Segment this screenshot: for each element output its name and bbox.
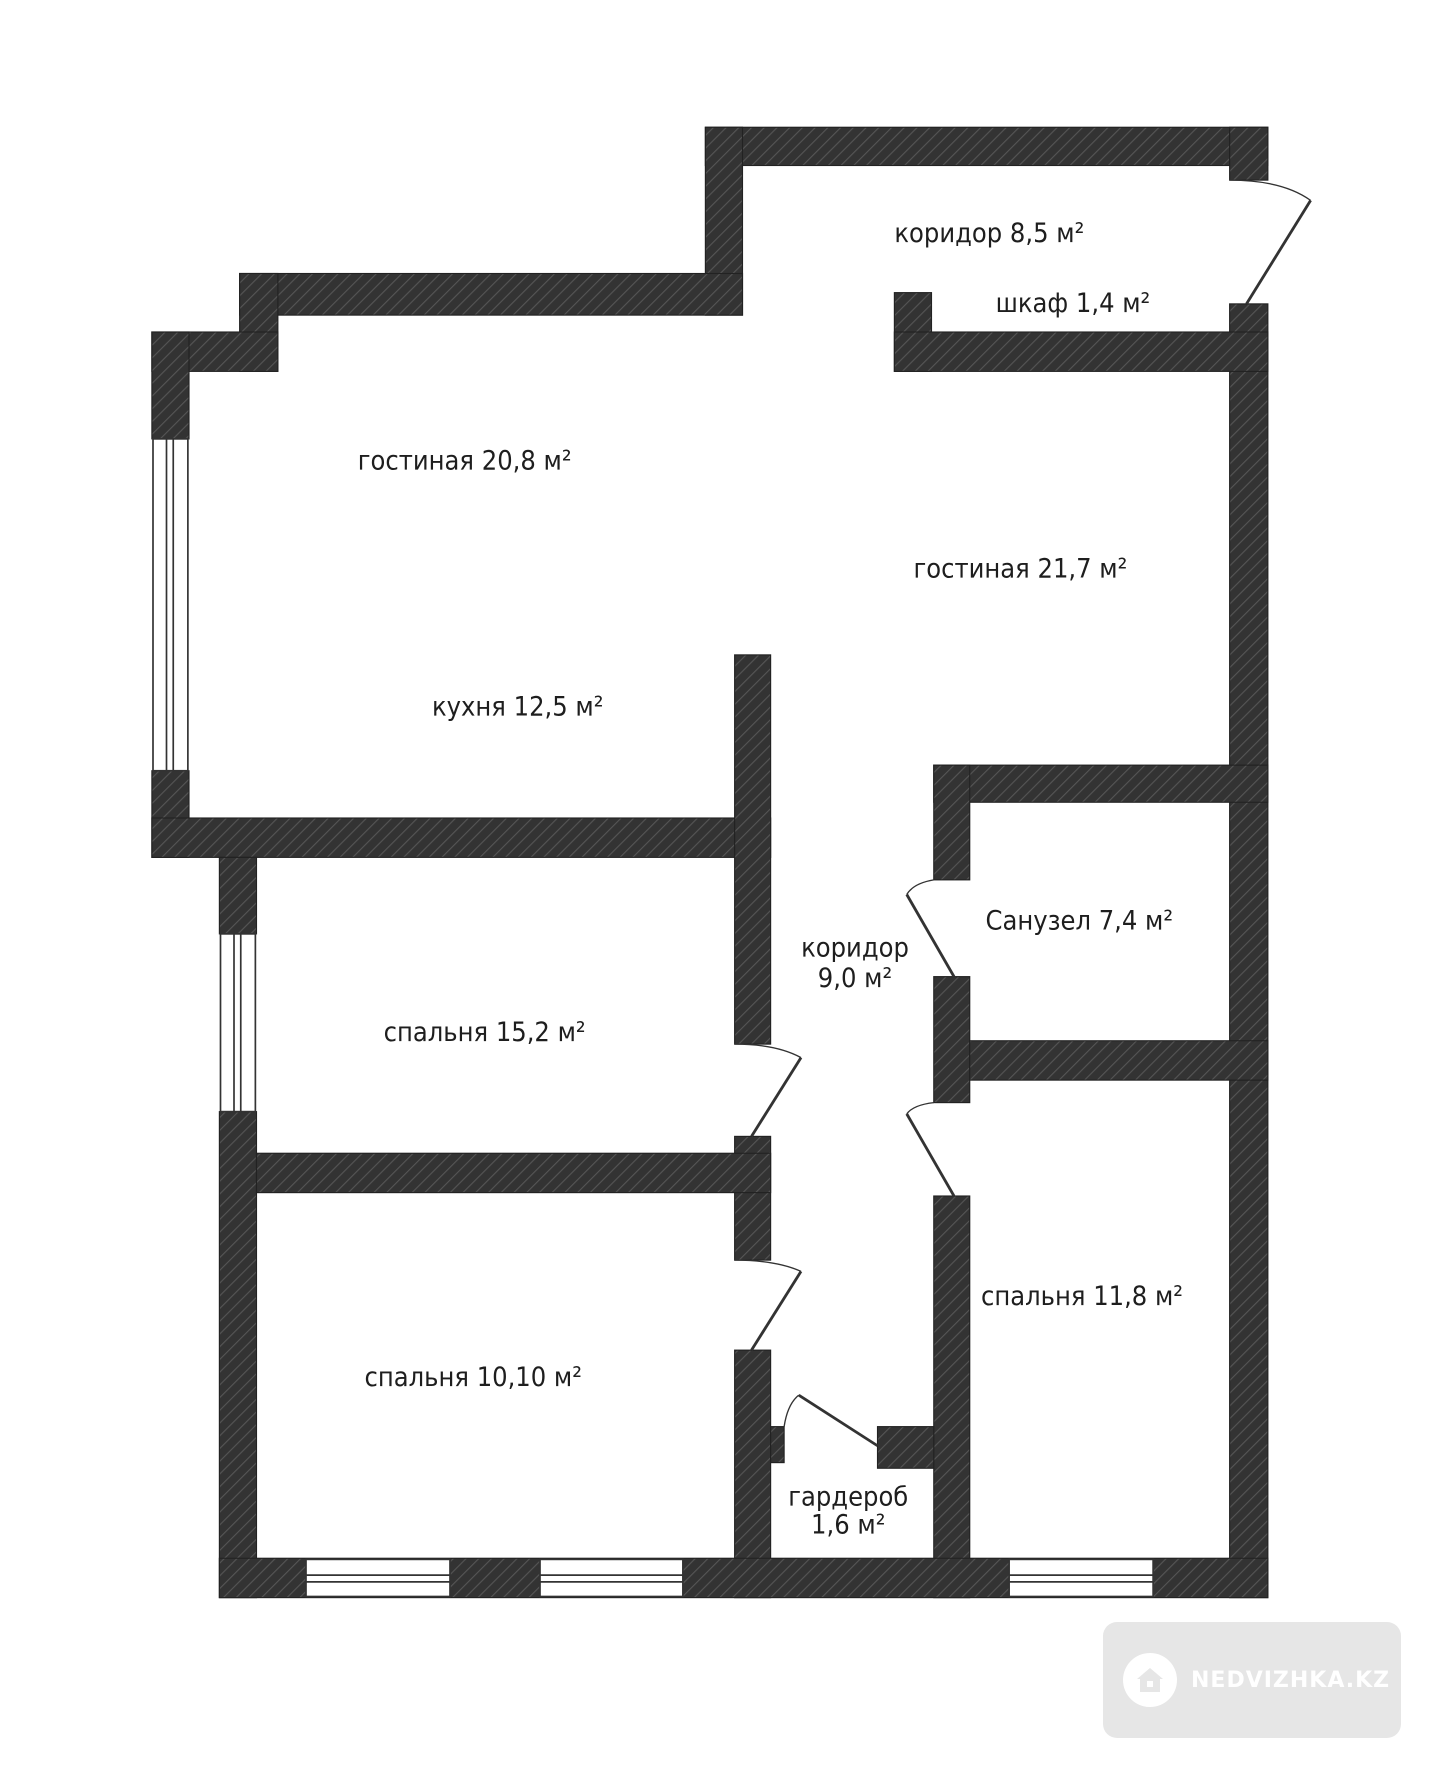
- room-label-corridor-name: коридор: [801, 932, 909, 963]
- room-label-bedroom-1: спальня 15,2 м²: [384, 1017, 586, 1048]
- watermark: NEDVIZHKA.KZ: [1103, 1622, 1401, 1738]
- room-label-wardrobe-area: 1,6 м²: [811, 1510, 885, 1541]
- room-label-living-2: гостиная 21,7 м²: [914, 553, 1128, 584]
- room-label-corridor-area: 9,0 м²: [818, 963, 892, 994]
- room-label-corridor-top: коридор 8,5 м²: [894, 218, 1084, 249]
- room-label-living-1: гостиная 20,8 м²: [358, 445, 572, 476]
- room-labels: коридор 8,5 м² шкаф 1,4 м² гостиная 20,8…: [358, 218, 1183, 1541]
- room-label-bathroom: Санузел 7,4 м²: [986, 905, 1174, 936]
- room-label-bedroom-2: спальня 11,8 м²: [981, 1281, 1183, 1312]
- room-label-wardrobe-name: гардероб: [788, 1481, 908, 1512]
- doors: [734, 179, 1312, 1447]
- watermark-text: NEDVIZHKA.KZ: [1191, 1667, 1391, 1693]
- windows: [152, 438, 1154, 1598]
- room-label-bedroom-3: спальня 10,10 м²: [365, 1362, 582, 1393]
- room-label-kitchen: кухня 12,5 м²: [432, 692, 603, 723]
- room-label-closet: шкаф 1,4 м²: [996, 288, 1151, 319]
- house-icon: [1123, 1653, 1177, 1707]
- walls: [151, 126, 1269, 1599]
